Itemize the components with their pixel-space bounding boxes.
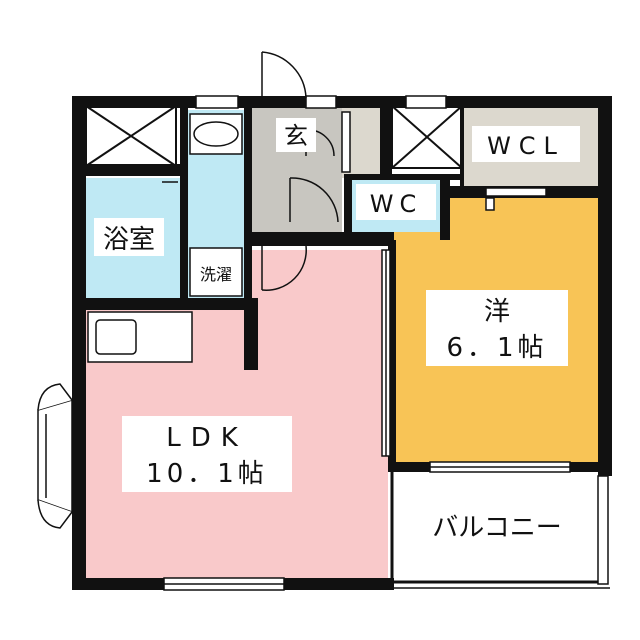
balcony-rail <box>597 475 609 585</box>
closet-top-right <box>391 105 463 169</box>
bath-label-bg <box>94 218 164 256</box>
entrance-label-bg <box>276 118 316 152</box>
entrance-label: 玄 <box>284 122 308 150</box>
bath-label: 浴室 <box>103 225 155 255</box>
wcl-label: WCL <box>487 132 565 160</box>
ldk-size: 10．1帖 <box>146 459 268 489</box>
closet-top-left <box>85 105 177 167</box>
western-room-size: 6．1帖 <box>446 333 547 363</box>
ldk-name: LDK <box>166 423 248 453</box>
wc-label-bg <box>356 184 436 220</box>
fixtures <box>87 111 495 363</box>
balcony-label: バルコニー <box>432 513 561 543</box>
laundry-label: 洗濯 <box>200 265 232 284</box>
windows <box>163 95 571 591</box>
western-room-name: 洋 <box>484 297 510 327</box>
ldk-label-bg <box>122 416 292 492</box>
balcony-area <box>390 468 606 584</box>
wc-label: WC <box>370 190 423 218</box>
laundry-box <box>189 247 243 297</box>
wcl-label-bg <box>472 126 580 162</box>
bay-window <box>37 383 73 529</box>
western-label-bg <box>426 290 568 366</box>
